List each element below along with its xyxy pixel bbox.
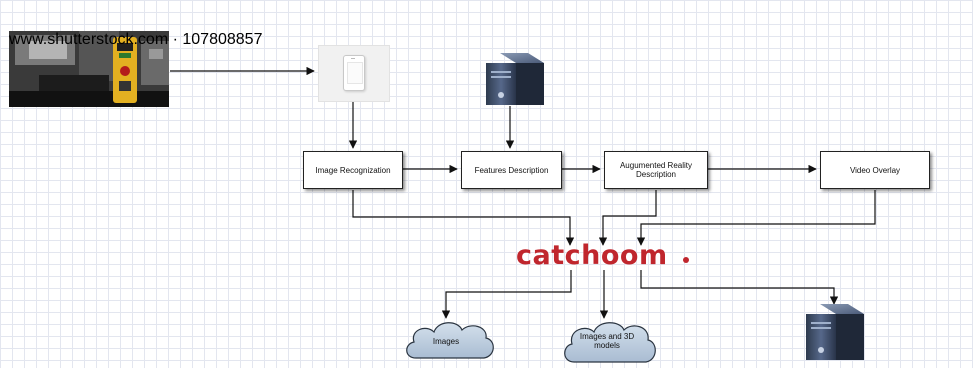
- camera-photo-icon: [9, 31, 169, 107]
- server-icon-top: [486, 53, 544, 105]
- edge-image-recognization-to-catchoom: [352, 190, 575, 246]
- cloud-label-images: Images: [432, 337, 460, 346]
- edge-video-overlay-to-catchoom: [636, 190, 876, 246]
- edge-catchoom-to-images: [441, 270, 572, 319]
- node-video-overlay: Video Overlay: [820, 151, 930, 189]
- node-features-description: Features Description: [461, 151, 562, 189]
- cloud-icon-images-3d: [564, 322, 656, 363]
- edge-ar-description-to-catchoom: [598, 190, 657, 246]
- node-label: Augumented Reality Description: [619, 161, 693, 179]
- node-image-recognization: Image Recognization: [303, 151, 403, 189]
- catchoom-logo: catchoom: [516, 240, 668, 271]
- registered-mark-icon: [683, 257, 689, 263]
- edge-catchoom-to-server: [640, 270, 839, 305]
- node-label: Features Description: [474, 165, 549, 175]
- smartphone-icon: [318, 45, 390, 102]
- node-label: Image Recognization: [315, 165, 391, 175]
- cloud-icon-images: [406, 322, 494, 359]
- edges: [170, 66, 876, 319]
- server-icon-bottom: [806, 304, 864, 360]
- cloud-label-images-3d: Images and 3D models: [579, 332, 635, 350]
- node-label: Video Overlay: [849, 165, 901, 175]
- photo-caption: www.shutterstock.com · 107808857: [9, 31, 263, 48]
- node-augmented-reality-description: Augumented Reality Description: [604, 151, 708, 189]
